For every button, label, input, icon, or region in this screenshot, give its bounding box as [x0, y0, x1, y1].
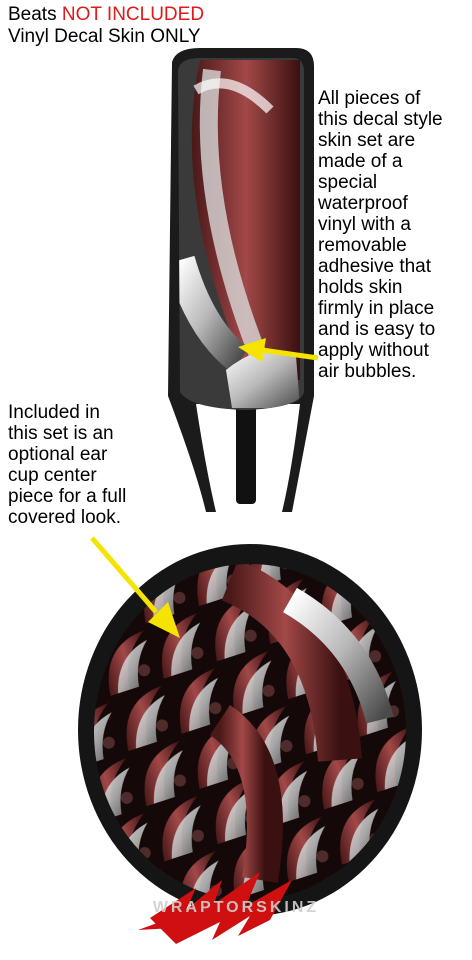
headband-skin — [178, 58, 304, 410]
arrow-to-ear-cup — [90, 536, 180, 638]
product-header: Beats NOT INCLUDED Vinyl Decal Skin ONLY — [8, 4, 204, 48]
header-brand: Beats — [8, 4, 57, 25]
brand-logo: WRAPTORSKINZ — [138, 872, 319, 944]
header-line-1: Beats NOT INCLUDED — [8, 4, 204, 26]
ear-cup-description: Included in this set is an optional ear … — [8, 402, 127, 528]
brand-logo-text: WRAPTORSKINZ — [153, 899, 319, 916]
not-included-label: NOT INCLUDED — [61, 4, 205, 25]
ear-cup — [78, 544, 422, 916]
ear-cup-skin — [94, 564, 406, 900]
arrow-to-headband — [238, 338, 319, 362]
header-line-2: Vinyl Decal Skin ONLY — [8, 26, 201, 47]
material-description: All pieces of this decal style skin set … — [318, 88, 443, 382]
